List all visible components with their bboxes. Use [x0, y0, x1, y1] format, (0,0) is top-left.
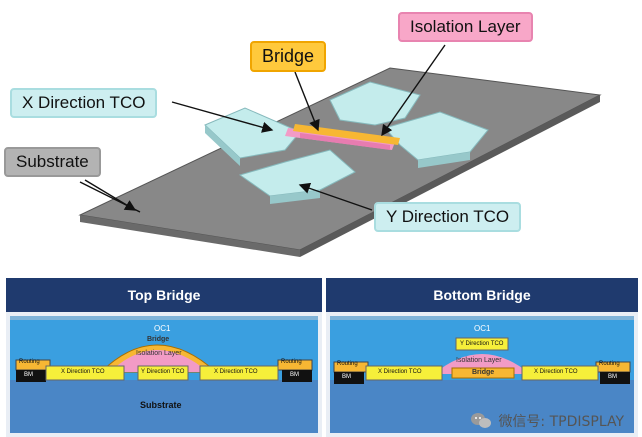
wechat-icon: [471, 413, 492, 428]
bridge-and-isolation-stack: [285, 124, 400, 150]
label-routing-right: Routing: [281, 359, 302, 365]
label-y-direction-tco: Y Direction TCO: [374, 202, 522, 232]
label-oc1: OC1: [154, 324, 171, 333]
panel-bottom-bridge: Bottom Bridge OC1 Y Direction TCO Isolat…: [326, 278, 638, 437]
bm-left: [334, 372, 364, 384]
panel-body: OC1 Y Direction TCO Isolation Layer Brid…: [326, 312, 638, 437]
x-tco-right: [521, 365, 599, 381]
x-tco-left: [365, 365, 443, 381]
panel-title: Top Bridge: [6, 278, 322, 312]
cross-section-panels: Top Bridge OC1 Bridge Isolation Layer Ro…: [0, 278, 642, 437]
wechat-watermark: 微信号: TPDISPLAY: [470, 411, 624, 431]
x-tco-right: [199, 365, 279, 381]
label-bridge: Bridge: [250, 41, 327, 72]
substrate-layer: [10, 380, 318, 433]
bottom-bridge-cross-section: [330, 316, 634, 433]
label-y-tco-top: Y Direction TCO: [460, 341, 504, 347]
x-tco-left: [45, 365, 125, 381]
label-routing-right: Routing: [599, 361, 620, 367]
label-x-direction-tco: X Direction TCO: [10, 88, 158, 118]
label-x-tco-right: X Direction TCO: [214, 369, 258, 375]
label-bridge: Bridge: [147, 336, 170, 343]
label-x-tco-left: X Direction TCO: [378, 369, 422, 375]
touch-panel-3d-illustration: Bridge Isolation Layer X Direction TCO S…: [4, 12, 602, 257]
substrate-plate-illustration: [78, 44, 602, 257]
label-isolation-layer: Isolation Layer: [398, 12, 533, 42]
label-routing-left: Routing: [19, 359, 40, 365]
label-bridge: Bridge: [472, 369, 495, 376]
x-direction-tco-pads: [204, 107, 489, 168]
label-substrate: Substrate: [140, 400, 182, 410]
label-x-tco-left: X Direction TCO: [61, 369, 105, 375]
y-tco-mid: [137, 365, 189, 381]
leader-arrows: [79, 44, 446, 213]
label-routing-left: Routing: [337, 361, 358, 367]
label-bm-right: BM: [290, 372, 299, 378]
panel-title: Bottom Bridge: [326, 278, 638, 312]
panel-body: OC1 Bridge Isolation Layer Routing Routi…: [6, 312, 322, 437]
bm-left: [16, 370, 46, 382]
label-oc1: OC1: [474, 324, 491, 333]
bridge-bottom: [451, 367, 515, 379]
label-y-tco-mid: Y Direction TCO: [141, 369, 185, 375]
label-bm-left: BM: [24, 372, 33, 378]
watermark-text: 微信号: TPDISPLAY: [498, 414, 624, 430]
top-bridge-cross-section: [10, 316, 318, 433]
label-isolation: Isolation Layer: [136, 350, 182, 357]
label-bm-left: BM: [342, 374, 351, 380]
label-x-tco-right: X Direction TCO: [534, 369, 578, 375]
panel-top-bridge: Top Bridge OC1 Bridge Isolation Layer Ro…: [6, 278, 322, 437]
bm-right: [600, 372, 630, 384]
label-substrate: Substrate: [4, 147, 101, 177]
y-tco-top: [455, 337, 509, 351]
label-isolation: Isolation Layer: [456, 357, 502, 364]
label-bm-right: BM: [608, 374, 617, 380]
bm-right: [282, 370, 312, 382]
